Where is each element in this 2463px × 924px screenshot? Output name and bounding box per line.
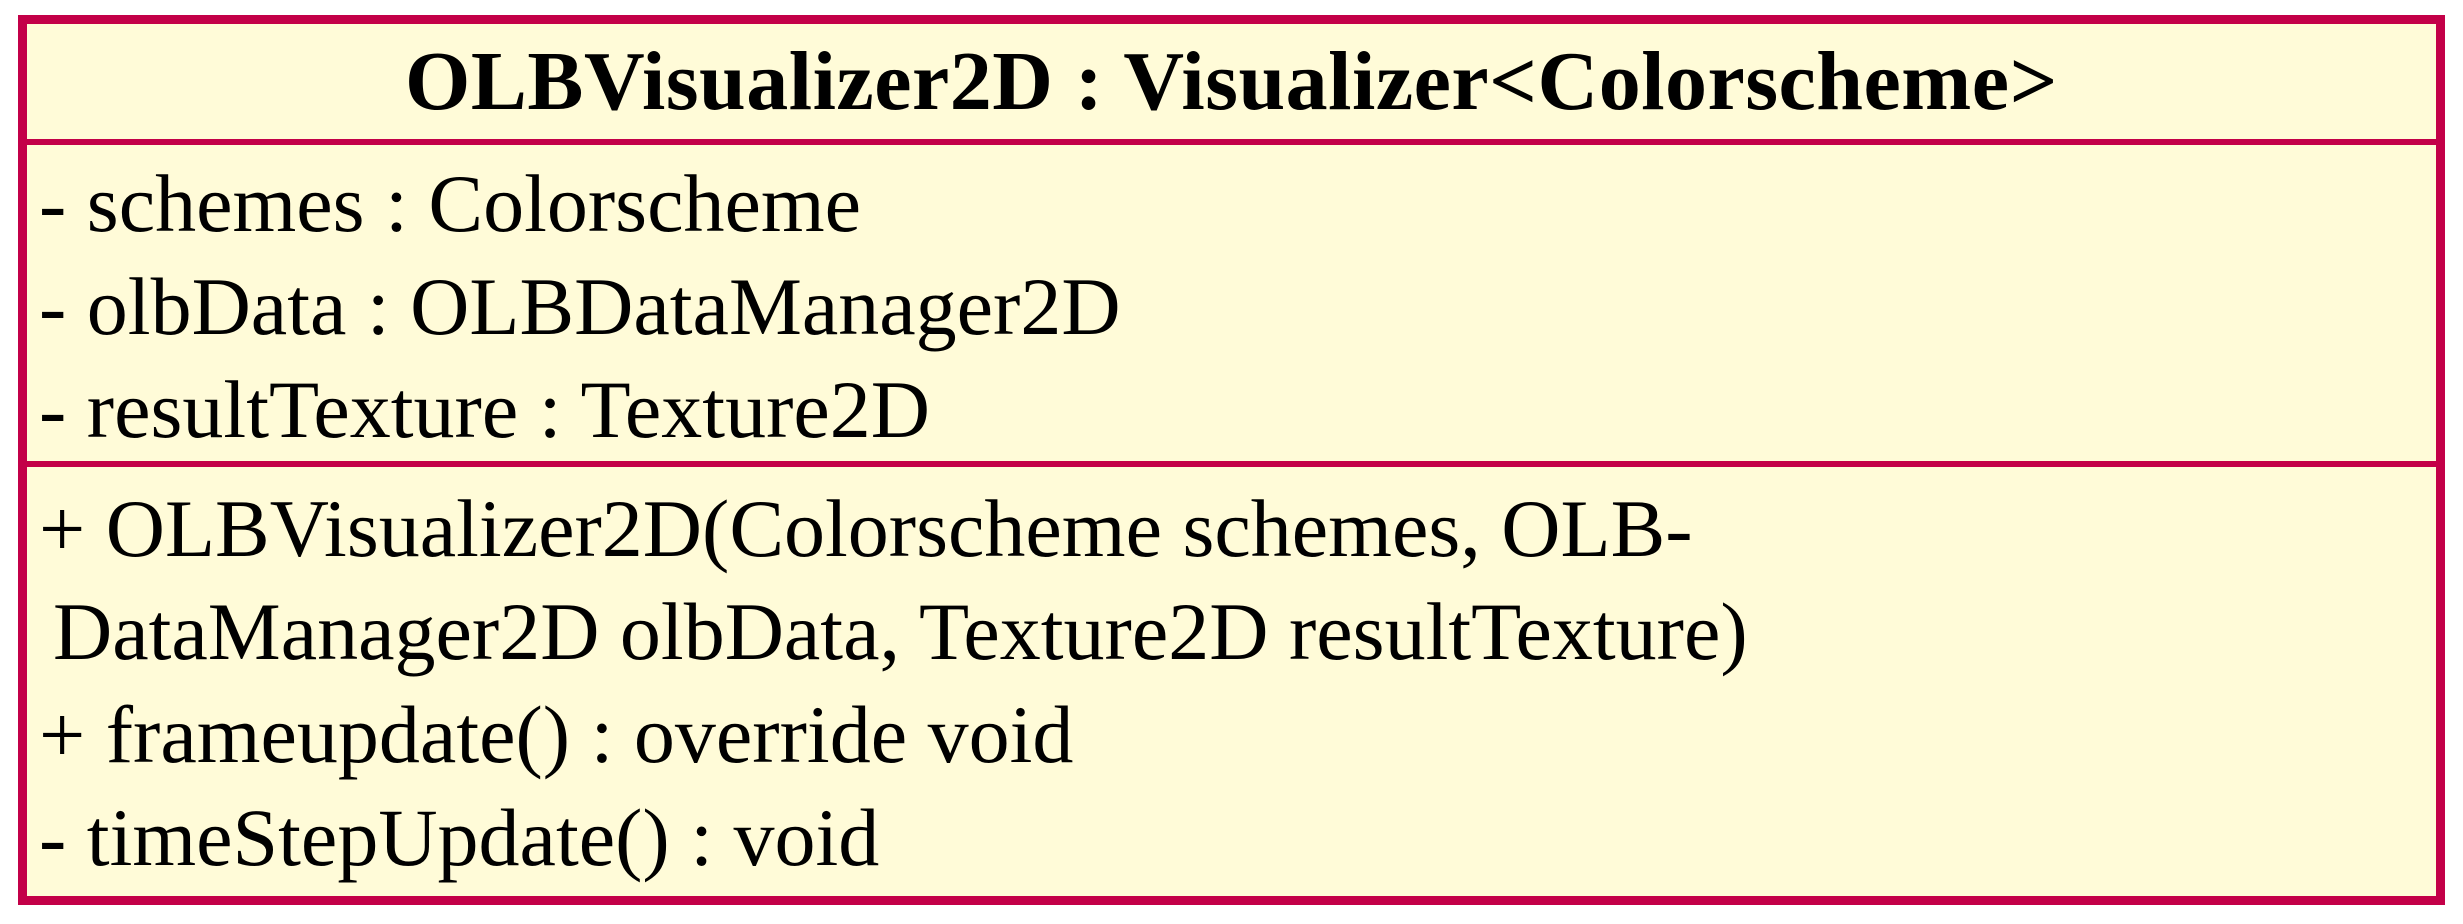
attribute-resulttexture: - resultTexture : Texture2D xyxy=(39,364,930,455)
class-methods-compartment: + OLBVisualizer2D(Colorscheme schemes, O… xyxy=(27,461,2436,896)
attribute-schemes: - schemes : Colorscheme xyxy=(39,158,862,249)
method-frameupdate: + frameupdate() : override void xyxy=(39,689,1074,780)
class-title-compartment: OLBVisualizer2D : Visualizer<Colorscheme… xyxy=(27,24,2436,139)
method-constructor-line-2: DataManager2D olbData, Texture2D resultT… xyxy=(53,586,1748,677)
method-timestepupdate: - timeStepUpdate() : void xyxy=(39,792,880,883)
attribute-olbdata: - olbData : OLBDataManager2D xyxy=(39,261,1121,352)
uml-class-box: OLBVisualizer2D : Visualizer<Colorscheme… xyxy=(18,15,2445,905)
method-constructor-line-1: + OLBVisualizer2D(Colorscheme schemes, O… xyxy=(39,483,1693,574)
class-attributes-compartment: - schemes : Colorscheme - olbData : OLBD… xyxy=(27,139,2436,461)
class-title: OLBVisualizer2D : Visualizer<Colorscheme… xyxy=(405,35,2058,128)
